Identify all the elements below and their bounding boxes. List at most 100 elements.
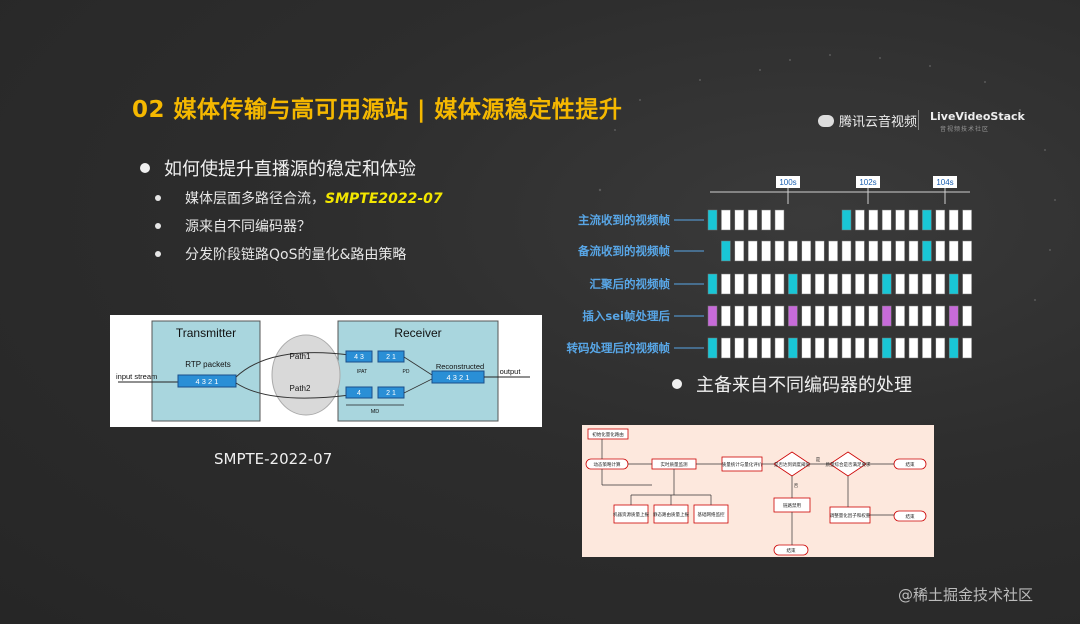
- video-frame: [761, 273, 771, 295]
- video-frame: [761, 305, 771, 327]
- video-frame: [855, 209, 865, 231]
- bullet-dot: [155, 251, 161, 257]
- flow-disable: 链路禁用: [783, 502, 801, 509]
- flow-end1: 结束: [906, 461, 915, 468]
- flow-input-1: 机器资源质量上报: [613, 511, 649, 518]
- video-frame: [895, 273, 905, 295]
- video-frame: [922, 305, 932, 327]
- video-frame: [774, 240, 785, 262]
- key-frame: [707, 337, 718, 359]
- video-frame: [895, 209, 905, 231]
- video-frame: [962, 240, 972, 262]
- md-label: MD: [371, 409, 380, 415]
- video-frame: [747, 209, 758, 231]
- smpte-diagram: Transmitter Receiver RTP packets input s…: [110, 315, 542, 427]
- sei-frame: [948, 305, 959, 327]
- key-frame: [788, 337, 798, 359]
- video-frame: [868, 337, 879, 359]
- path1-packets-b: 2 1: [386, 354, 396, 361]
- flow-decide1: 是否达到调度阈值: [774, 461, 810, 468]
- row-label-sei: 插入sei帧处理后: [582, 309, 670, 323]
- video-frame: [721, 305, 731, 327]
- video-frame: [895, 240, 905, 262]
- sei-frame: [881, 305, 892, 327]
- row-label-backup: 备流收到的视频帧: [578, 244, 670, 258]
- output-packets: 4 3 2 1: [447, 373, 470, 382]
- tx-packets: 4 3 2 1: [196, 377, 219, 386]
- main-bullet: 如何使提升直播源的稳定和体验: [140, 155, 416, 181]
- output-label: output: [500, 367, 522, 376]
- video-frame: [747, 337, 758, 359]
- key-frame: [948, 273, 959, 295]
- time-tick-box: [856, 176, 880, 188]
- path2-label: Path2: [290, 384, 311, 393]
- video-frame: [948, 209, 959, 231]
- key-frame: [707, 209, 718, 231]
- video-frame: [895, 337, 905, 359]
- flowchart: 初始化量化路由 动态策略计算 实时质量监测 质量统计与量化评价 是否达到调度阈值…: [582, 425, 934, 557]
- flow-monitor: 实时质量监测: [661, 461, 688, 468]
- video-frame: [721, 337, 731, 359]
- video-frame: [935, 305, 946, 327]
- video-frame: [895, 305, 905, 327]
- video-frame: [788, 240, 798, 262]
- bullet-dot: [155, 223, 161, 229]
- cloud-icon: [818, 114, 834, 127]
- video-frame: [868, 305, 879, 327]
- row-label-transcoded: 转码处理后的视频帧: [566, 341, 671, 355]
- video-frame: [761, 209, 771, 231]
- key-frame: [721, 240, 731, 262]
- video-frame: [828, 337, 838, 359]
- video-frame: [814, 305, 825, 327]
- rtp-packets-label: RTP packets: [185, 360, 231, 369]
- video-frame: [828, 273, 838, 295]
- video-frame: [814, 240, 825, 262]
- video-frame: [935, 337, 946, 359]
- video-frame: [922, 273, 932, 295]
- video-frame: [841, 305, 852, 327]
- key-frame: [922, 209, 932, 231]
- video-frame: [962, 305, 972, 327]
- sub-bullet-text: 媒体层面多路径合流，: [185, 191, 325, 207]
- flow-start: 初始化量化路由: [592, 431, 624, 438]
- flow-no: 否: [794, 483, 799, 489]
- sub-bullet-1: 媒体层面多路径合流，SMPTE2022-07: [155, 188, 443, 208]
- video-frame: [908, 337, 919, 359]
- video-frame: [801, 337, 812, 359]
- video-frame: [721, 209, 731, 231]
- main-bullet-text: 如何使提升直播源的稳定和体验: [164, 159, 416, 180]
- time-tick-box: [776, 176, 800, 188]
- video-frame: [881, 209, 892, 231]
- path2-packets-b: 2 1: [386, 390, 396, 397]
- sub-bullet-3: 分发阶段链路QoS的量化&路由策略: [155, 244, 406, 264]
- input-stream-label: input stream: [116, 372, 157, 381]
- video-frame: [841, 337, 852, 359]
- bullet-dot: [155, 195, 161, 201]
- lvs-logo: LiveVideoStack: [930, 110, 1025, 123]
- bullet-dot: [140, 163, 150, 173]
- sub-bullet-2: 源来自不同编码器？: [155, 216, 311, 236]
- smpte-caption: SMPTE-2022-07: [214, 450, 333, 468]
- video-frame: [935, 240, 946, 262]
- time-tick-box: [933, 176, 957, 188]
- sub-bullet-text: 源来自不同编码器？: [185, 219, 311, 235]
- logo-divider: [918, 110, 919, 130]
- flow-decide2: 质量综合是否满足要求: [826, 461, 871, 468]
- flow-adjust: 调整量化因子和权重: [830, 512, 871, 519]
- video-frame: [734, 305, 745, 327]
- receiver-label: Receiver: [394, 326, 441, 340]
- video-frame: [855, 305, 865, 327]
- flow-stats: 质量统计与量化评价: [722, 461, 763, 468]
- video-frame: [908, 240, 919, 262]
- video-frame: [828, 305, 838, 327]
- video-frame: [747, 240, 758, 262]
- sub-bullet-highlight: SMPTE2022-07: [325, 191, 443, 207]
- video-frame: [935, 273, 946, 295]
- video-frame: [962, 209, 972, 231]
- video-frame: [734, 337, 745, 359]
- path1-label: Path1: [290, 352, 311, 361]
- video-frame: [868, 240, 879, 262]
- video-frame: [801, 305, 812, 327]
- path1-packets-a: 4 3: [354, 354, 364, 361]
